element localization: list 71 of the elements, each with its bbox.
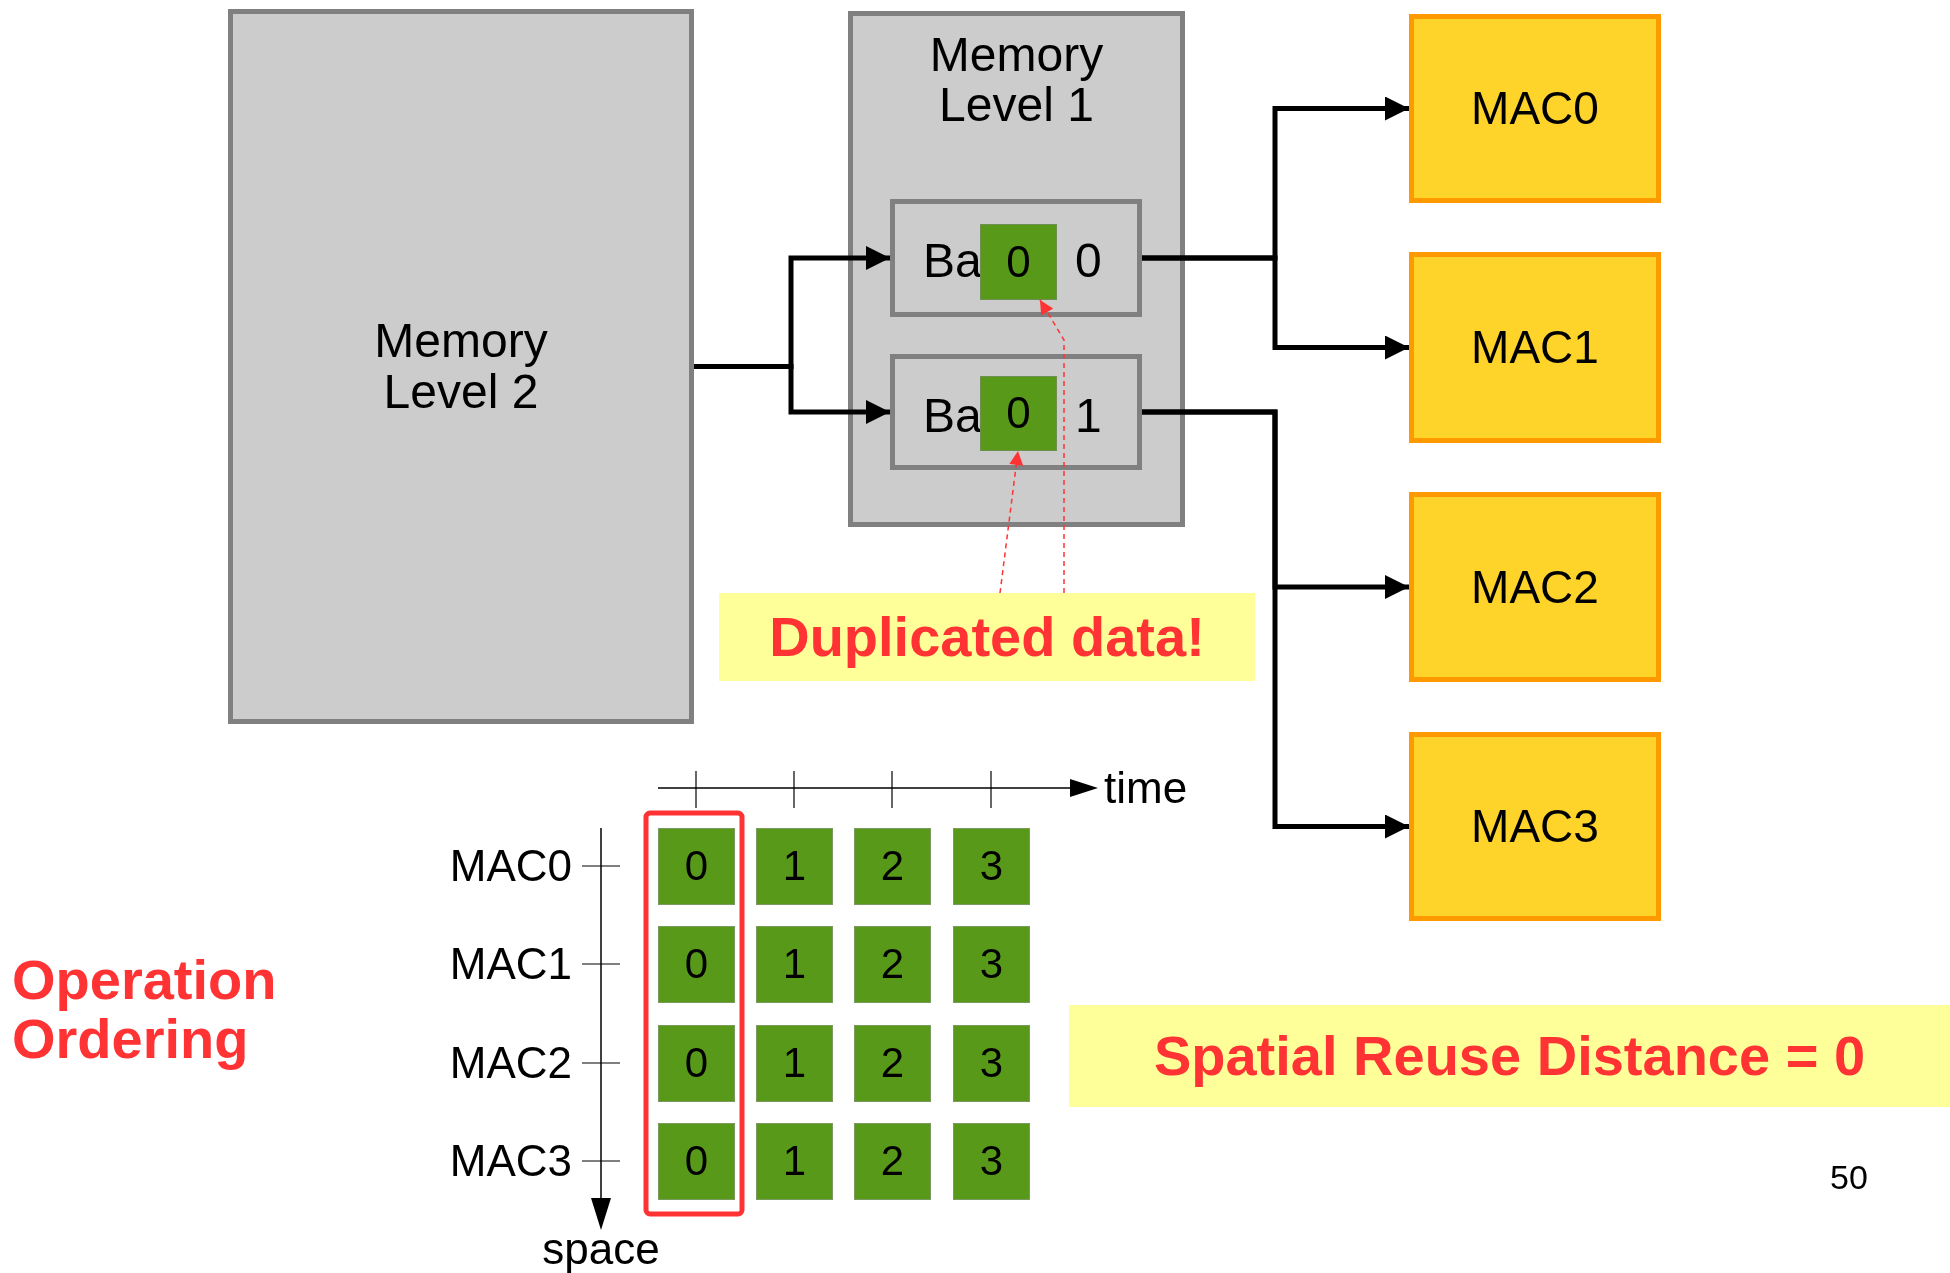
node-label: 0 xyxy=(684,1139,709,1184)
schedule-cell xyxy=(953,1025,1030,1102)
schedule-cell xyxy=(953,926,1030,1003)
section-heading: Operation Ordering xyxy=(12,951,278,1069)
node-label: 1 xyxy=(782,942,807,987)
schedule-cell xyxy=(854,828,931,905)
schedule-cell xyxy=(756,926,833,1003)
node-label: 2 xyxy=(880,1041,905,1086)
node-label: 1 xyxy=(782,1041,807,1086)
node-label: 3 xyxy=(979,844,1004,889)
row-label: MAC1 xyxy=(449,941,572,988)
node-label: 0 xyxy=(684,1041,709,1086)
node-label: MAC3 xyxy=(1471,802,1599,851)
axis-label: space xyxy=(541,1226,661,1273)
schedule-cell xyxy=(953,1123,1030,1200)
node-label: 0 xyxy=(1006,390,1031,437)
mac-unit-box xyxy=(1409,492,1661,682)
node-label: 0 xyxy=(1006,238,1031,286)
node-label: Memory Level 1 xyxy=(928,30,1105,131)
schedule-cell xyxy=(658,1025,735,1102)
row-label: MAC2 xyxy=(449,1040,572,1087)
axis-label: time xyxy=(1104,765,1188,812)
page-number: 50 xyxy=(1830,1160,1868,1196)
node-label: MAC0 xyxy=(1471,84,1599,133)
row-label: MAC3 xyxy=(449,1138,572,1185)
node-label: 1 xyxy=(782,844,807,889)
node-label: 3 xyxy=(979,942,1004,987)
node-label: 1 xyxy=(782,1139,807,1184)
node-label: MAC1 xyxy=(1471,323,1599,372)
node-label: Memory Level 2 xyxy=(373,316,549,417)
bank-label: Ba xyxy=(923,391,982,442)
node-label: Duplicated data! xyxy=(769,607,1205,667)
dashed-arrow xyxy=(1039,299,1065,594)
arrow xyxy=(1142,255,1409,360)
node-label: 3 xyxy=(979,1139,1004,1184)
arrow xyxy=(1142,409,1409,839)
schedule-cell xyxy=(854,926,931,1003)
schedule-cell xyxy=(658,828,735,905)
mac-unit-box xyxy=(1409,732,1661,921)
mac-unit-box xyxy=(1409,14,1661,203)
node-label: 3 xyxy=(979,1041,1004,1086)
dashed-arrow xyxy=(999,450,1024,594)
data-block xyxy=(980,224,1057,300)
memory-bank-box xyxy=(890,354,1142,470)
node-label: 2 xyxy=(880,844,905,889)
bank-label: Ba xyxy=(923,236,982,287)
schedule-cell xyxy=(658,926,735,1003)
bank-label: 1 xyxy=(1075,391,1102,442)
mac-unit-box xyxy=(1409,252,1661,443)
arrow xyxy=(694,364,890,424)
schedule-cell xyxy=(756,828,833,905)
node-label: 2 xyxy=(880,942,905,987)
schedule-cell xyxy=(854,1025,931,1102)
schedule-cell xyxy=(658,1123,735,1200)
schedule-cell xyxy=(953,828,1030,905)
node-label: 2 xyxy=(880,1139,905,1184)
schedule-cell xyxy=(756,1123,833,1200)
node-label: 0 xyxy=(684,942,709,987)
callout-box xyxy=(719,593,1255,681)
schedule-cell xyxy=(756,1025,833,1102)
schedule-cell xyxy=(854,1123,931,1200)
note-box xyxy=(1069,1005,1950,1107)
node-label: 0 xyxy=(684,844,709,889)
memory-bank-box xyxy=(890,199,1142,317)
memory-box xyxy=(848,11,1185,527)
bank-label: 0 xyxy=(1075,236,1102,287)
data-block xyxy=(980,376,1057,451)
node-label: Spatial Reuse Distance = 0 xyxy=(1153,1026,1866,1086)
row-label: MAC0 xyxy=(449,843,572,890)
memory-box xyxy=(228,9,694,724)
node-label: MAC2 xyxy=(1471,562,1599,612)
